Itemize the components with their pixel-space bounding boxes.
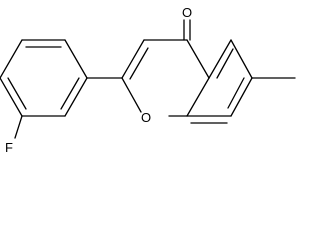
- bond-ph-double-3: [60, 77, 80, 110]
- fluorine-label: F: [5, 140, 13, 155]
- bond-c-f: [14, 115, 23, 139]
- bond-benzo-double-1: [216, 48, 234, 79]
- fluorophenyl-ring: [0, 39, 88, 139]
- bond-c5-c6: [230, 39, 253, 79]
- bond-c8-c8a: [186, 77, 210, 117]
- bond-c4a-c5: [208, 39, 232, 79]
- bond-ph-6: [64, 77, 88, 117]
- bond-ph-1: [64, 39, 88, 79]
- bond-benzo-double-2: [227, 77, 245, 109]
- chemical-structure: O O F: [0, 5, 296, 155]
- bond-ph-4: [0, 77, 23, 117]
- bond-c4-c4a: [186, 39, 210, 79]
- structure-canvas: O O F: [0, 5, 296, 155]
- bond-ph-double-2: [7, 77, 27, 110]
- carbonyl-oxygen-label: O: [182, 5, 192, 20]
- bond-c2-c3-double: [129, 47, 149, 80]
- bond-ph-3: [0, 39, 23, 79]
- bond-c6-c7: [230, 77, 253, 117]
- bond-o1-c2: [121, 77, 142, 113]
- benzo-ring: [186, 39, 296, 124]
- pyranone-ring: [121, 19, 210, 117]
- bond-c2-c3: [121, 39, 145, 79]
- ring-oxygen-label: O: [141, 110, 151, 125]
